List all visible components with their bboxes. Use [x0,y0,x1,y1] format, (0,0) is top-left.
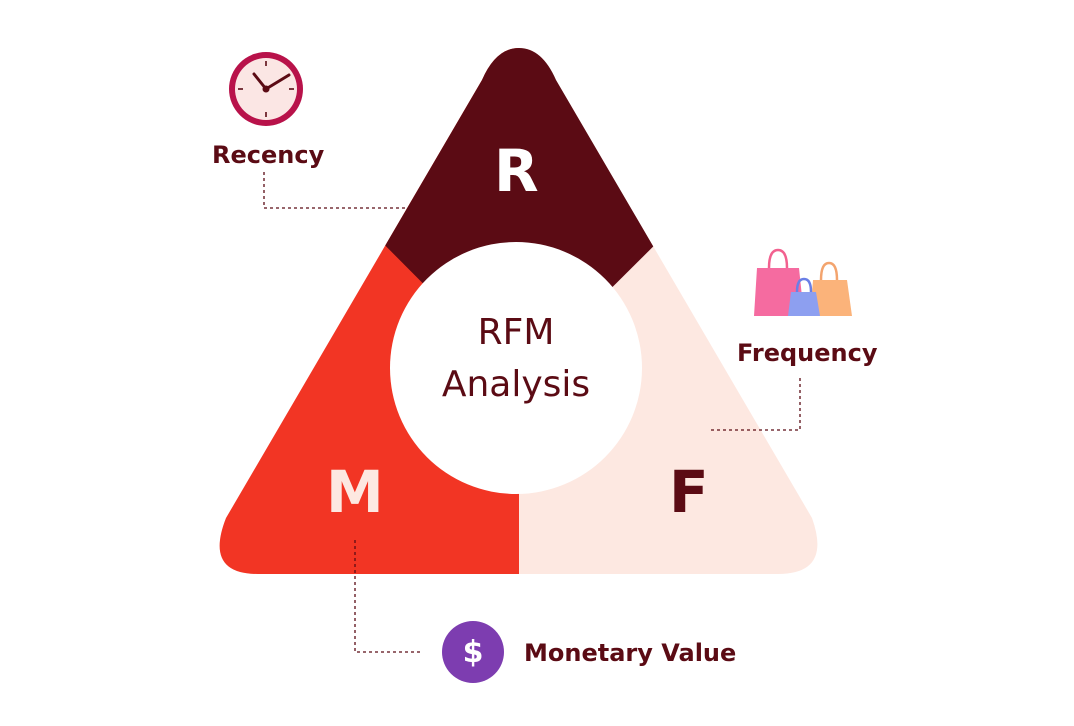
center-title-line2: Analysis [441,364,591,405]
dollar-symbol: $ [462,634,484,670]
dollar-icon [442,621,504,683]
monetary-label: Monetary Value [524,639,737,667]
recency-connector [263,172,405,209]
center-circle [390,242,642,494]
monetary-connector [354,540,422,653]
shopping-bags-icon [754,248,852,316]
frequency-letter: F [669,458,709,526]
monetary-letter: M [326,458,384,526]
clock-icon [229,52,303,126]
recency-letter: R [494,137,539,205]
frequency-label: Frequency [737,339,878,367]
recency-label: Recency [212,141,325,169]
center-title-line1: RFM [477,312,555,353]
